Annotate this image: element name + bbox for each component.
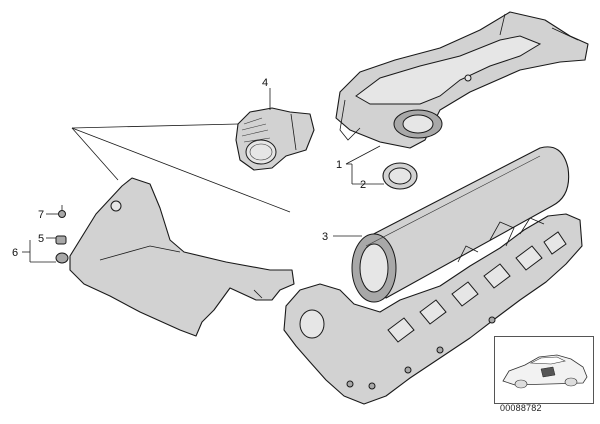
part-3-cylinder	[351, 146, 570, 303]
upper-engine-cover	[335, 11, 589, 149]
part-7-bolt	[58, 205, 66, 218]
part-4	[235, 107, 315, 171]
callout-1: 1	[336, 159, 342, 171]
callout-5: 5	[38, 233, 44, 245]
callout-7: 7	[38, 209, 44, 221]
intake-manifold	[283, 213, 583, 405]
callout-4: 4	[262, 77, 268, 89]
callout-6: 6	[12, 247, 18, 259]
part-5-grommet	[55, 235, 67, 245]
lower-left-cover	[69, 177, 295, 337]
part-6-mount	[55, 252, 69, 264]
leader-lines	[22, 88, 384, 263]
callout-2: 2	[360, 179, 366, 191]
vehicle-thumbnail-frame	[494, 336, 594, 404]
car-silhouette-icon	[502, 354, 588, 389]
diagram-number: 00088782	[500, 403, 542, 413]
callout-3: 3	[322, 231, 328, 243]
part-2-ring	[382, 162, 418, 190]
